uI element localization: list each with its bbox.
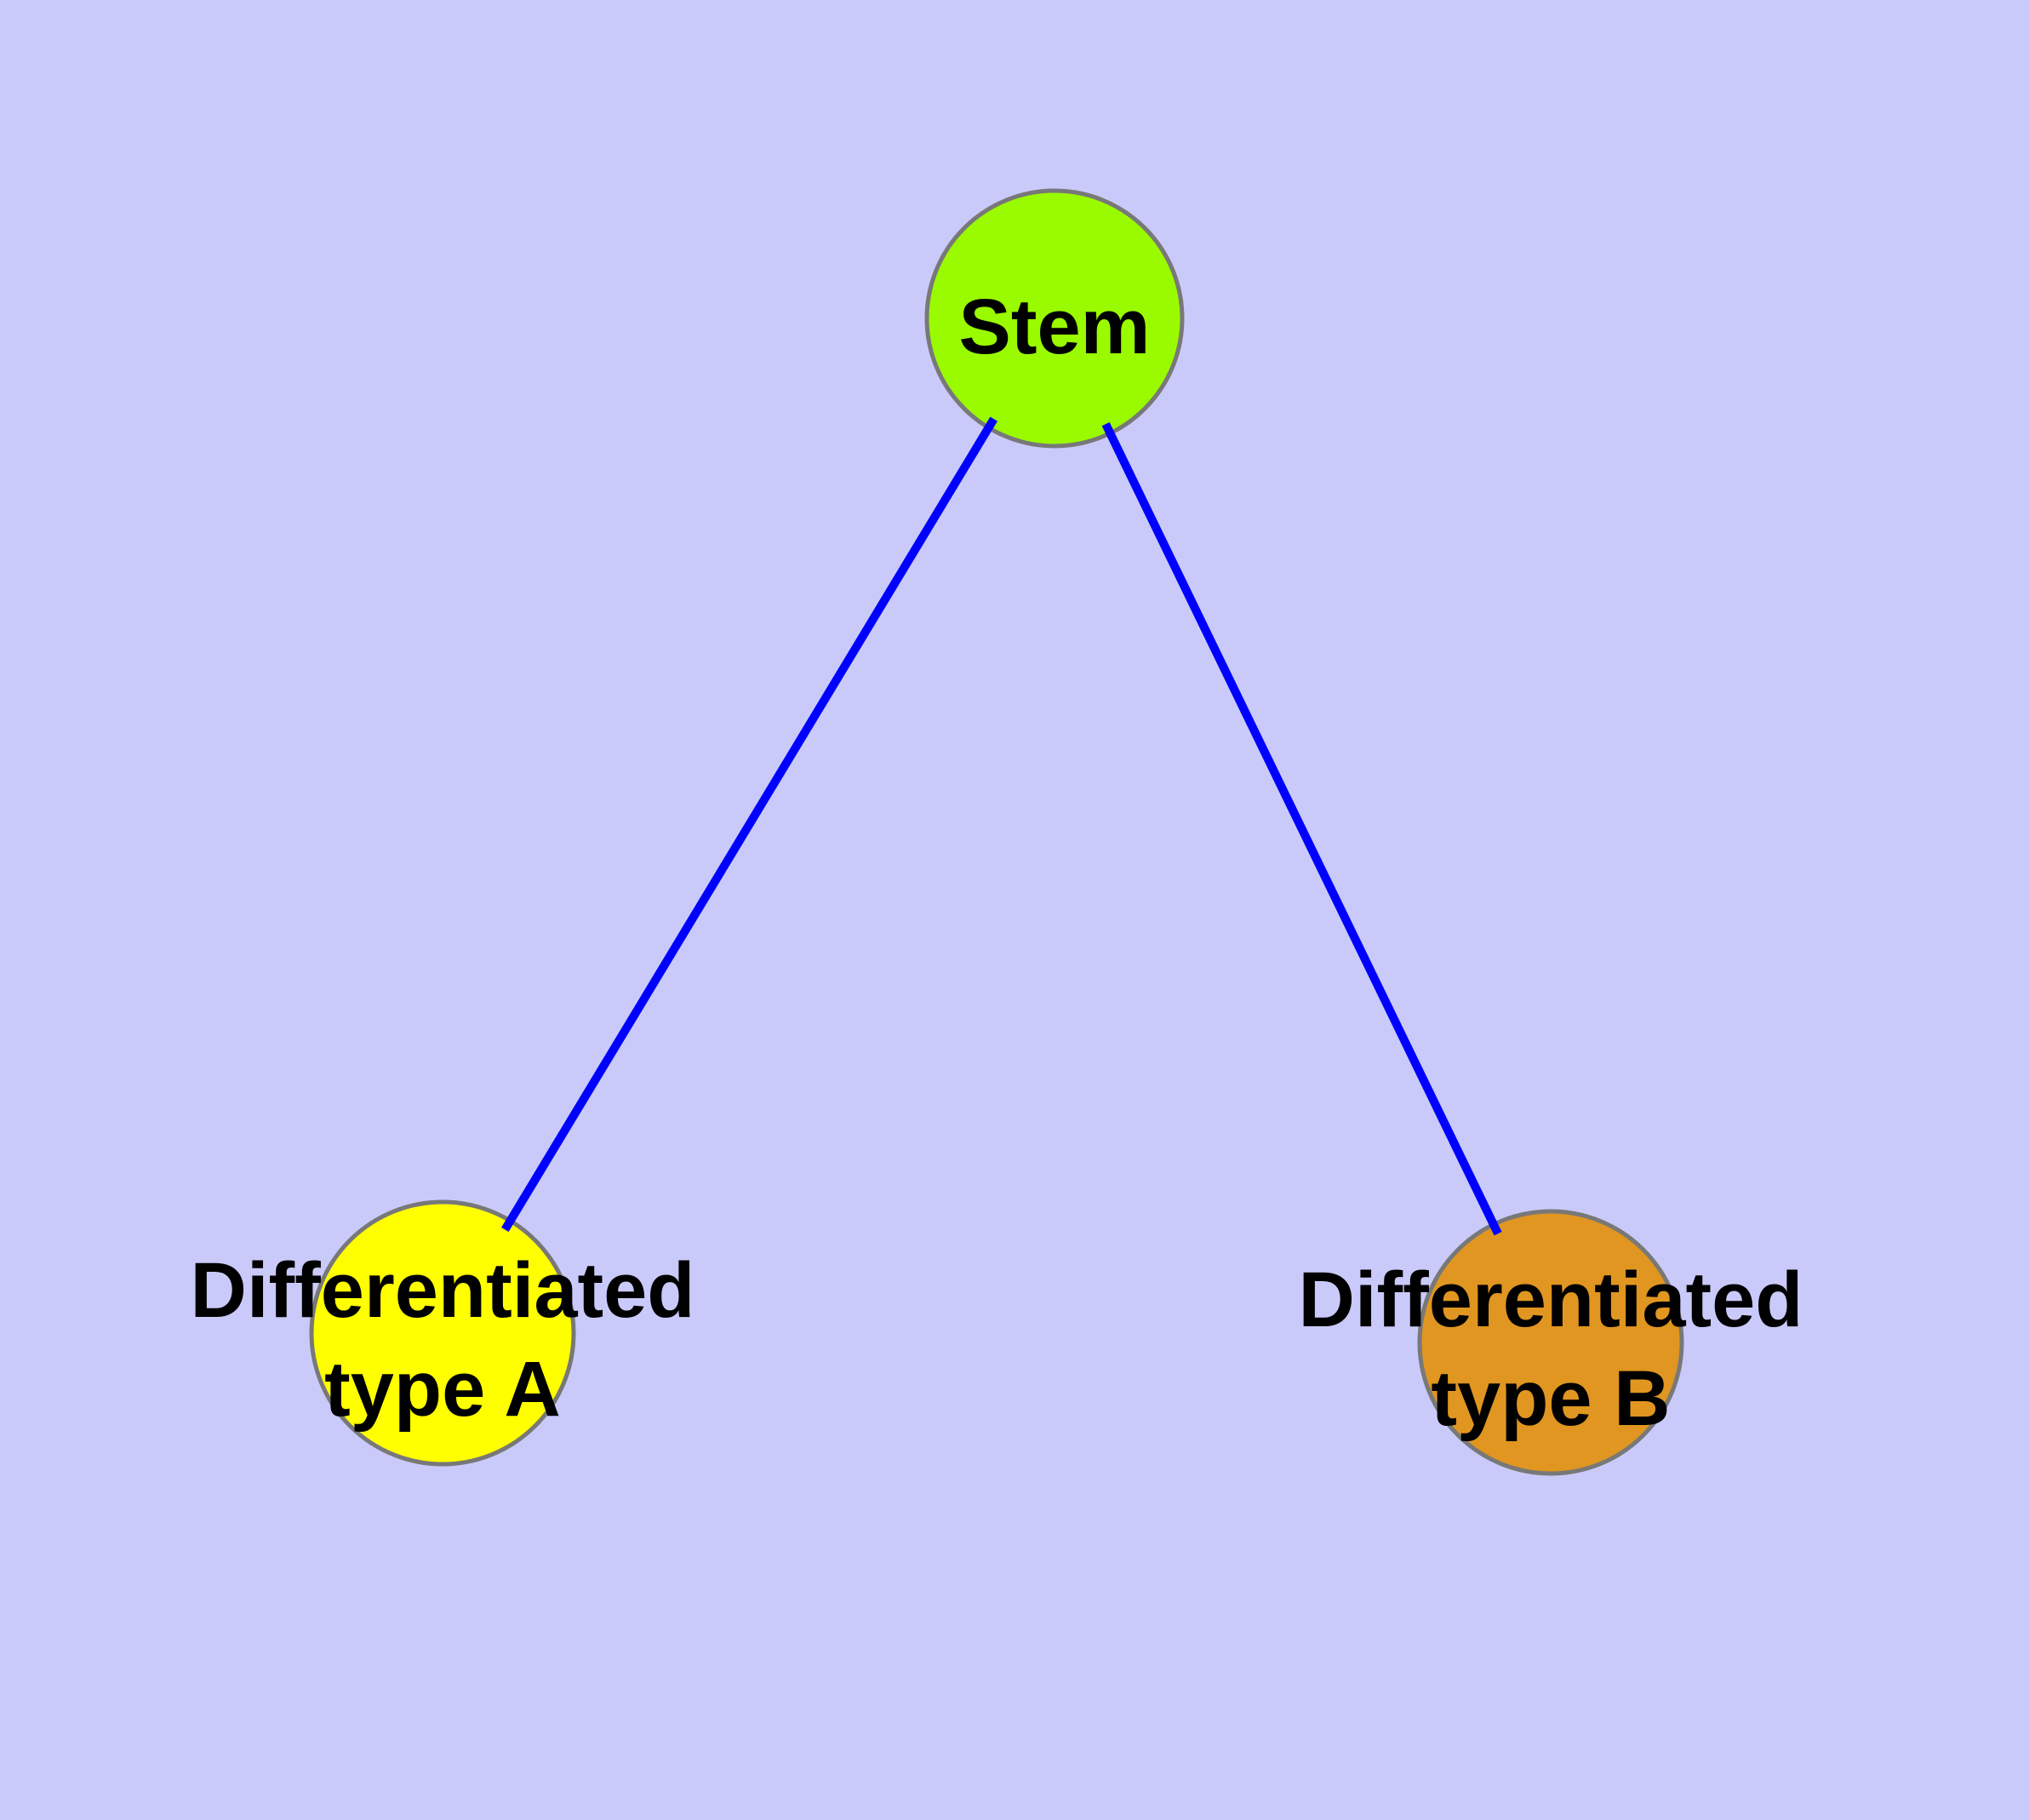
label-type-b-line-0: Differentiated [1299, 1256, 1803, 1343]
label-type-b-line-1: type B [1431, 1355, 1670, 1442]
node-type-b [1417, 1209, 1684, 1476]
label-type-a-line-0: Differentiated [191, 1247, 695, 1334]
node-type-a [309, 1199, 576, 1467]
label-type-a-line-1: type A [324, 1346, 561, 1433]
edge-stem-type-a [501, 416, 998, 1232]
edge-stem-type-b [1101, 422, 1502, 1236]
label-stem-line-0: Stem [959, 283, 1151, 370]
node-stem [924, 188, 1185, 449]
